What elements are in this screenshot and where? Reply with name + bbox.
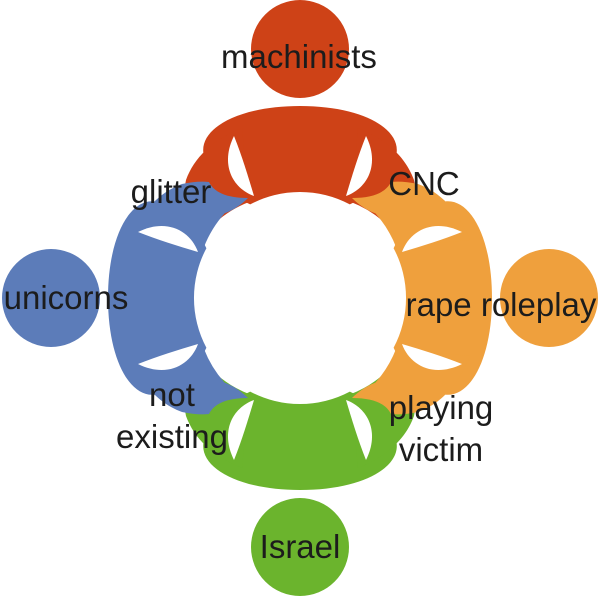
label-top-left: glitter <box>130 173 212 210</box>
label-bottom-right: playing victim <box>389 387 494 471</box>
label-bottom-left-line1: not <box>149 376 195 413</box>
label-right-figure: rape roleplay <box>405 286 597 323</box>
label-bottom-left-line2: existing <box>116 418 228 455</box>
label-bottom-figure: Israel <box>259 528 341 565</box>
label-left-figure: unicorns <box>3 279 129 316</box>
label-bottom-right-line2: victim <box>398 431 484 468</box>
label-bottom-right-line1: playing <box>388 389 494 426</box>
label-top-figure: machinists <box>221 38 377 75</box>
label-bottom-left: not existing <box>116 374 228 458</box>
label-top-right: CNC <box>388 165 460 202</box>
